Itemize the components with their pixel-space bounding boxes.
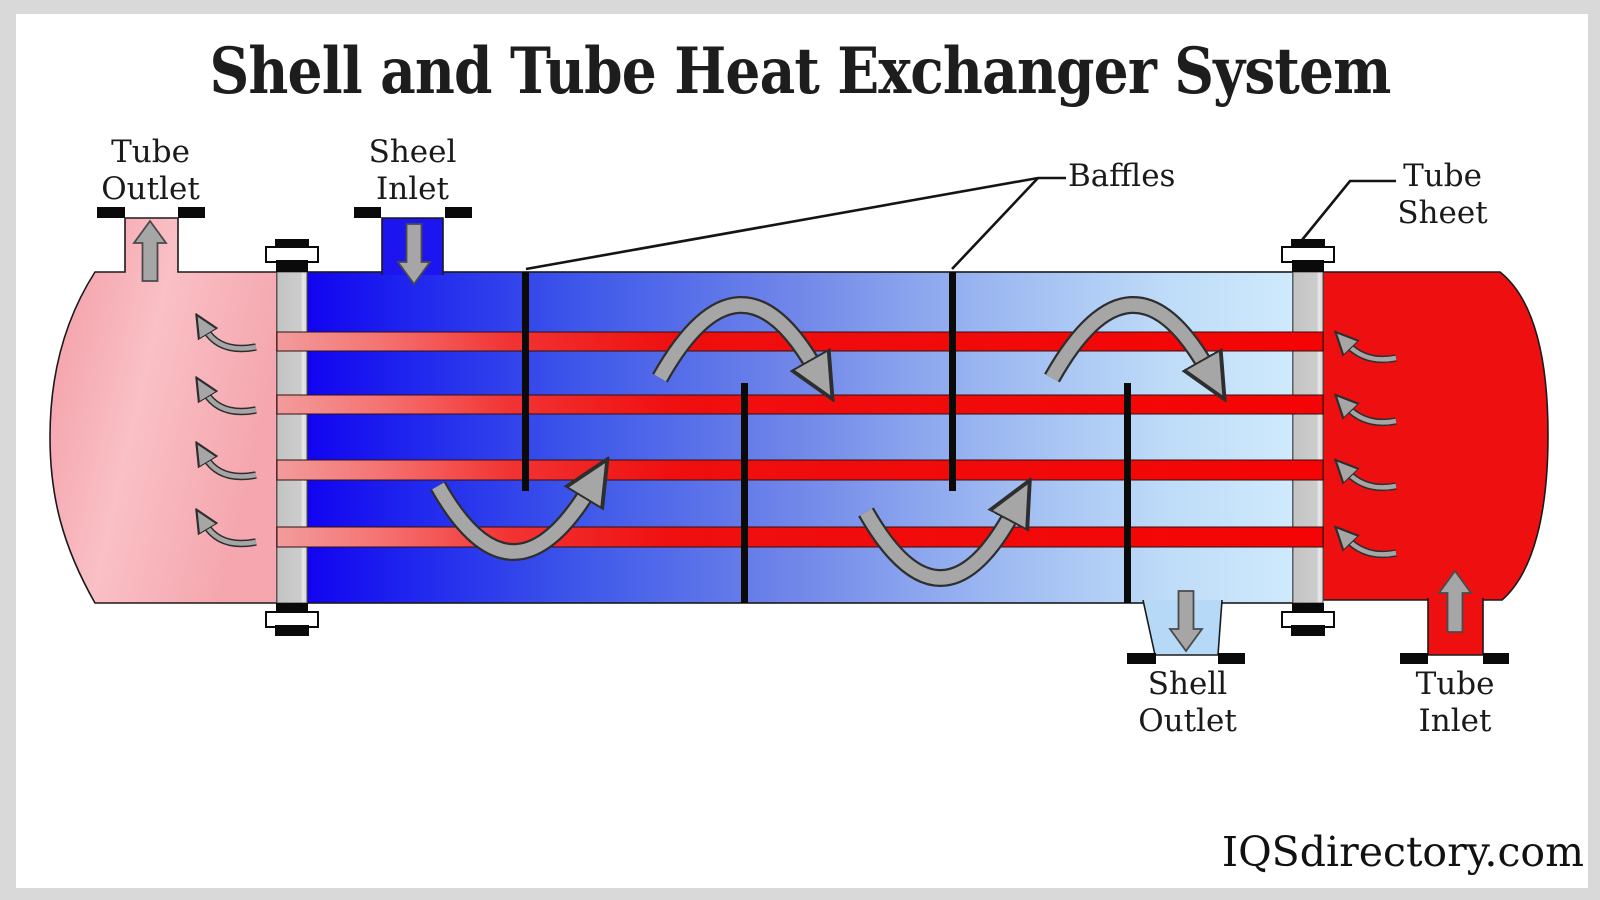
- leader-lines: [525, 176, 1396, 271]
- cap-flow-arrow: [205, 457, 257, 479]
- baffles-group: [522, 272, 1131, 603]
- right-tube-sheet: [1292, 271, 1324, 604]
- flow-arch-arrow: [1046, 298, 1208, 378]
- cap-flow-arrow: [205, 329, 257, 351]
- shell-inlet-down-arrow-icon: [396, 223, 432, 286]
- cap-flow-arrow: [1347, 407, 1397, 425]
- label-shell-outlet: Shell Outlet: [1095, 666, 1280, 740]
- label-line: Outlet: [101, 171, 200, 207]
- page-title: Shell and Tube Heat Exchanger System: [209, 34, 1391, 109]
- nozzle-flanges: [97, 207, 1509, 664]
- right-sheet-top-bolt: [1281, 239, 1335, 272]
- label-line: Inlet: [376, 171, 449, 207]
- tube-row: [276, 459, 1324, 481]
- left-cap-flow-arrows: [205, 329, 257, 548]
- baffle: [522, 272, 529, 491]
- label-line: Sheet: [1397, 195, 1488, 231]
- tube-row: [276, 526, 1324, 548]
- shell-flow-arrows: [430, 296, 1208, 587]
- left-sheet-bottom-bolt: [265, 603, 319, 636]
- shell-body: [306, 271, 1294, 604]
- label-tube-outlet: Tube Outlet: [58, 134, 243, 208]
- shell-outlet-down-arrow-icon: [1168, 590, 1204, 653]
- baffles-leader-line: [525, 176, 1066, 271]
- tube-sheet-flanges: [265, 239, 1335, 636]
- cap-flow-arrow: [1347, 472, 1397, 490]
- flow-u-arrow: [860, 510, 1014, 585]
- label-tube-sheet: Tube Sheet: [1390, 158, 1495, 232]
- tube-row: [276, 394, 1324, 415]
- left-sheet-top-bolt: [265, 239, 319, 272]
- label-line: Inlet: [1418, 703, 1492, 739]
- left-cap: [49, 217, 278, 604]
- tube-inlet-up-arrow-icon: [1437, 569, 1473, 633]
- label-line: Tube: [1403, 158, 1482, 194]
- baffle: [741, 383, 748, 603]
- label-baffles: Baffles: [1068, 158, 1176, 194]
- cap-flow-arrow: [1347, 344, 1397, 362]
- right-sheet-bottom-bolt: [1281, 603, 1335, 636]
- tube-sheet-leader-line: [1300, 179, 1396, 241]
- baffles-leader-line: [951, 177, 1039, 270]
- cap-flow-arrow: [205, 392, 257, 414]
- tube-outlet-up-arrow-icon: [132, 219, 168, 282]
- label-tube-inlet: Tube Inlet: [1365, 666, 1545, 740]
- cap-flow-arrow: [205, 524, 257, 546]
- right-cap-flow-arrows: [1347, 344, 1397, 559]
- label-line: Sheel: [368, 134, 457, 170]
- baffle: [949, 272, 956, 491]
- label-line: Outlet: [1138, 703, 1237, 739]
- left-tube-sheet: [276, 271, 308, 604]
- flow-u-arrow: [432, 486, 590, 559]
- flow-arch-arrow: [654, 298, 816, 378]
- label-line: Shell: [1147, 666, 1228, 702]
- watermark: IQSdirectory.com: [1221, 828, 1584, 876]
- baffle: [1124, 383, 1131, 603]
- right-cap: [1322, 271, 1549, 601]
- label-line: Tube: [1415, 666, 1495, 702]
- cap-flow-arrow: [1347, 539, 1397, 557]
- nozzle-arrows: [132, 219, 1473, 653]
- label-shell-inlet: Sheel Inlet: [320, 134, 505, 208]
- label-line: Tube: [111, 134, 190, 170]
